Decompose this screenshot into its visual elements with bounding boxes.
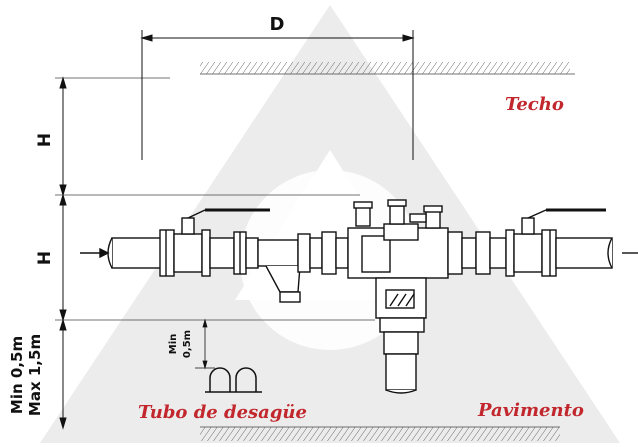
min-small-line2: 0,5m <box>182 330 193 358</box>
dimension-h-top-label: H <box>35 133 55 147</box>
dimension-h-top <box>59 76 67 197</box>
dimension-d <box>140 30 415 160</box>
dimension-min-small <box>195 318 215 370</box>
ceiling-hatch <box>200 62 575 75</box>
min-max-line1: Min 0,5m <box>8 336 26 414</box>
dimension-h-mid <box>59 193 67 322</box>
dimension-h-mid-label: H <box>35 251 55 265</box>
min-small-line1: Min <box>168 334 179 355</box>
floor-hatch <box>200 426 560 441</box>
dimension-min-max <box>59 318 67 430</box>
valve-assembly <box>80 199 638 394</box>
min-max-line2: Max 1,5m <box>26 334 44 416</box>
reference-lines <box>55 77 375 321</box>
label-tubo-desague: Tubo de desagüe <box>138 402 307 423</box>
dimension-d-label: D <box>270 14 285 35</box>
label-pavimento: Pavimento <box>477 400 584 421</box>
drain-pipe-icon <box>205 367 262 393</box>
label-techo: Techo <box>505 94 564 115</box>
